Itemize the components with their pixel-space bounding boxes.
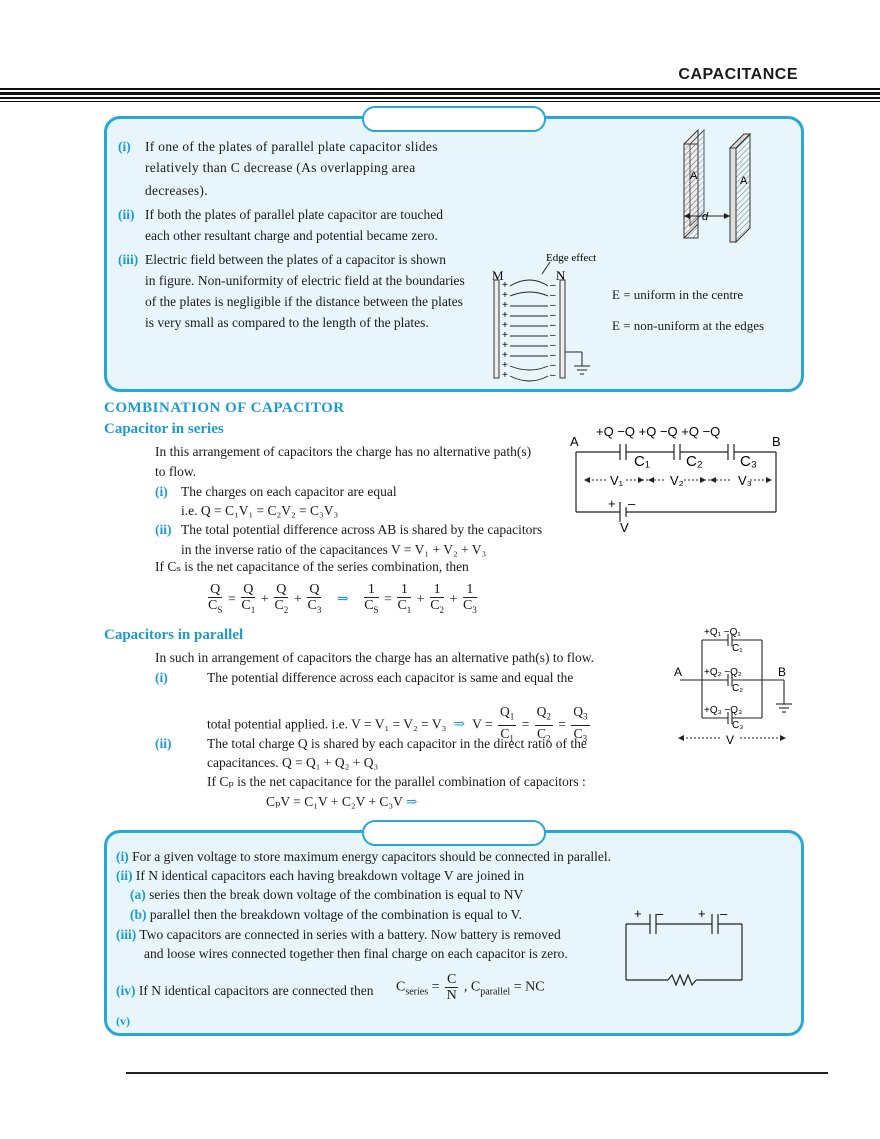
parallel-net-text: If Cₚ is the net capacitance for the par… [207,774,586,789]
svg-text:+: + [502,280,508,291]
edge-effect-label: Edge effect [546,252,596,264]
pnode-b-label: B [778,665,786,679]
svg-text:+: + [502,310,508,321]
pc1-label: C₁ [732,643,743,654]
c2-label: C₂ [686,453,703,470]
field-nonuniform-label: E = non-uniform at the edges [612,318,765,333]
plate-m-label: M [492,268,504,283]
field-uniform-label: E = uniform in the centre [612,287,744,302]
plate-label-a1: A [690,170,698,182]
tip-item-4: (iv) If N identical capacitors are conne… [116,983,374,998]
series-intro: In this arrangement of capacitors the ch… [155,444,532,459]
box1-item-2: (ii) If both the plates of parallel plat… [118,207,443,243]
tip-item-3-cont: and loose wires connected together then … [144,946,568,961]
q3-label: +Q₃ −Q₃ [704,705,742,716]
q2-label: +Q₂ −Q₂ [704,667,742,678]
tip-item-1: (i) For a given voltage to store maximum… [116,849,611,864]
parallel-item-2: (ii) The total charge Q is shared by eac… [155,736,587,751]
parallel-intro: In such in arrangement of capacitors the… [155,650,594,665]
svg-text:+: + [502,290,508,301]
parallel-charge-eq: capacitances. Q = Q₁ + Q₂ + Q₃ [207,755,379,770]
edge-effect-figure: Edge effect M N ++++ ++++ ++ –––– –––– –… [492,252,596,382]
parallel-heading: Capacitors in parallel [104,627,244,643]
svg-text:+: + [502,360,508,371]
battery-minus: – [628,496,636,511]
note-box-tab [362,106,546,132]
c1-label: C₁ [634,453,650,470]
series-voltage-eq: in the inverse ratio of the capacitances… [181,542,487,557]
svg-text:+: + [502,340,508,351]
combination-heading: COMBINATION OF CAPACITOR [104,400,345,416]
node-b-label: B [772,434,781,449]
c3-label: C₃ [740,453,757,470]
plate-label-a2: A [740,175,748,187]
svg-text:–: – [550,310,556,321]
pc2-label: C₂ [732,683,743,694]
parallel-plates-figure: A A d [683,128,752,244]
svg-text:+: + [502,350,508,361]
svg-text:+: + [698,906,706,921]
series-charges-label: +Q −Q +Q −Q +Q −Q [596,424,720,439]
plate-label-d: d [702,211,709,223]
series-circuit-diagram: +Q −Q +Q −Q +Q −Q A B C₁ C₂ C₃ V₁ V₂ V₃ … [570,424,781,534]
pnode-a-label: A [674,665,682,679]
svg-text:+: + [634,906,642,921]
note-box-tab [362,820,546,846]
header-rule [0,88,880,90]
series-intro-2: to flow. [155,464,197,479]
header-rule [0,101,880,102]
svg-text:–: – [550,290,556,301]
parallel-net-eq: CₚV = C₁V + C₂V + C₃V ⇒ [266,794,418,809]
q1-label: +Q₁ −Q₁ [704,627,741,638]
svg-text:–: – [550,360,556,371]
battery-plus: + [608,496,616,511]
tip-item-2b: (b) parallel then the breakdown voltage … [130,907,523,922]
two-capacitor-circuit: +– +– [625,906,743,987]
pc3-label: C₃ [732,720,743,731]
series-heading: Capacitor in series [104,421,224,437]
tip-item-5: (v) [116,1014,130,1028]
svg-text:–: – [550,370,556,381]
header-rule [0,97,880,99]
svg-text:–: – [720,906,728,921]
svg-text:–: – [550,300,556,311]
v3-label: V₃ [738,473,752,488]
node-a-label: A [570,434,579,449]
parallel-voltage-eq: total potential applied. i.e. V = V₁ = V… [207,704,590,744]
svg-text:+: + [502,300,508,311]
header-rule [0,92,880,95]
series-item-2: (ii) The total potential difference acro… [155,522,543,537]
svg-text:+: + [502,320,508,331]
series-net-text: If Cₛ is the net capacitance of the seri… [155,559,469,574]
tip-item-2: (ii) If N identical capacitors each havi… [116,868,525,883]
svg-text:–: – [550,280,556,291]
v2-label: V₂ [670,473,684,488]
series-item-1: (i) The charges on each capacitor are eq… [155,484,397,499]
box1-item-1: (i) If one of the plates of parallel pla… [118,139,438,198]
v1-label: V₁ [610,473,624,488]
svg-text:–: – [550,330,556,341]
page-header-title: CAPACITANCE [678,66,798,83]
svg-text:–: – [550,340,556,351]
tip-item-3: (iii) Two capacitors are connected in se… [116,927,561,942]
box1-item-3: (iii) Electric field between the plates … [118,252,465,330]
footer-rule [126,1072,828,1074]
series-equal-charge-eq: i.e. Q = C₁V₁ = C₂V₂ = C₃V₃ [181,503,339,518]
battery-v-label: V [620,520,629,534]
tip-item-2a: (a) series then the break down voltage o… [130,887,524,902]
svg-text:+: + [502,370,508,381]
svg-text:–: – [550,350,556,361]
parallel-item-1: (i) The potential difference across each… [155,670,574,685]
svg-text:–: – [656,906,664,921]
svg-text:+: + [502,330,508,341]
plate-n-label: N [556,268,566,283]
parallel-circuit-diagram: +Q₁ −Q₁ C₁ +Q₂ −Q₂ C₂ +Q₃ −Q₃ C₃ A B V [674,627,792,746]
note-box-tips [104,830,804,1036]
svg-text:–: – [550,320,556,331]
pv-label: V [726,733,734,746]
